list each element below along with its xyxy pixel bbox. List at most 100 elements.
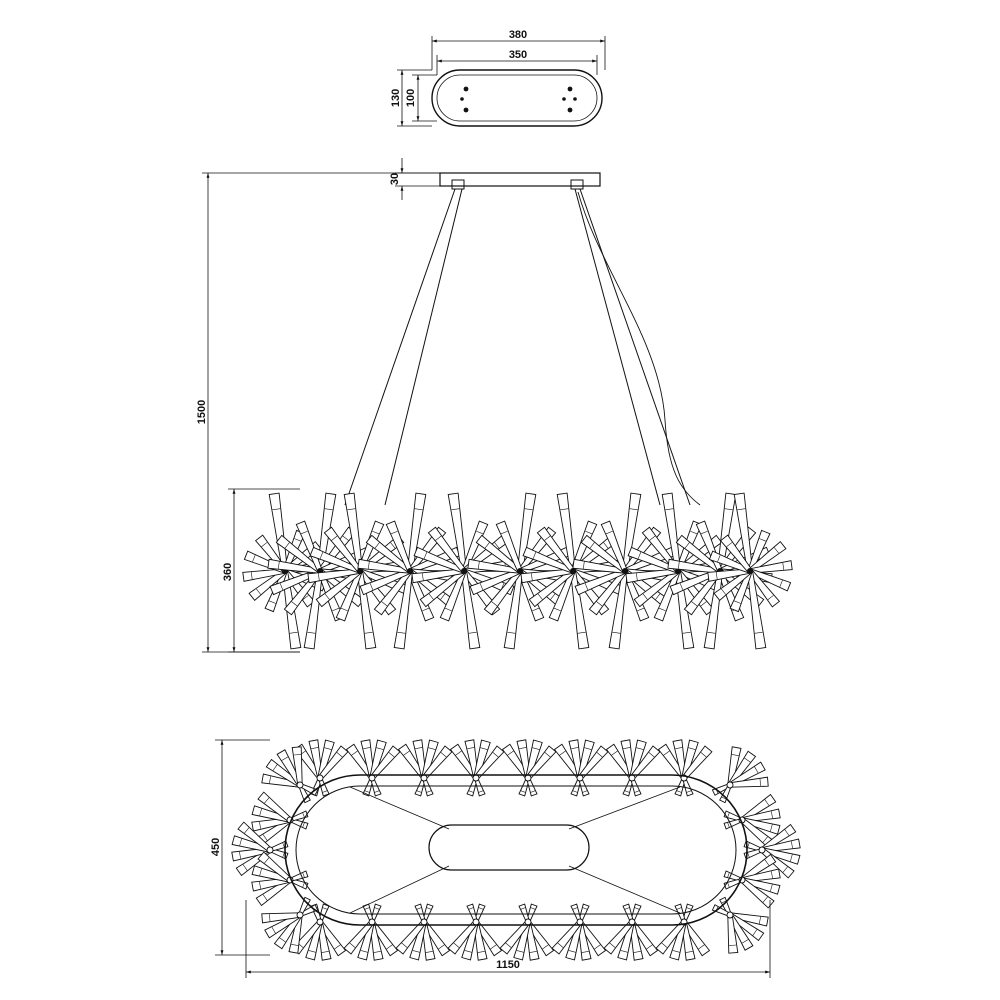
plan-crystal-facet xyxy=(686,790,692,793)
plan-crystal-facet xyxy=(490,944,497,950)
plan-crystal-facet xyxy=(282,852,285,858)
front-crystal-facet xyxy=(478,561,480,569)
front-crystal-facet xyxy=(372,530,380,535)
plan-crystal-facet xyxy=(412,950,420,953)
plan-crystal-facet xyxy=(428,747,436,750)
front-crystal-facet xyxy=(532,607,540,612)
plan-hub xyxy=(296,911,304,919)
front-crystal-facet xyxy=(532,551,537,559)
plan-crystal-facet xyxy=(764,859,770,866)
front-crystal-facet xyxy=(340,607,348,612)
front-crystal-facet xyxy=(684,542,690,549)
plan-crystal-facet xyxy=(530,907,536,910)
front-crystal-facet xyxy=(435,535,442,541)
front-crystal-facet xyxy=(381,601,388,607)
plan-crystal-facet xyxy=(633,951,641,953)
front-crystal-facet xyxy=(369,583,374,591)
plan-crystal-facet xyxy=(572,907,578,910)
front-crystal-facet xyxy=(476,530,484,535)
plan-crystal-facet xyxy=(259,868,262,876)
canopy-top-view: 380 350 130 100 xyxy=(390,29,606,127)
front-crystal-facet xyxy=(577,631,586,634)
front-crystal-facet xyxy=(444,607,452,612)
plan-crystal-facet xyxy=(520,907,526,910)
plan-crystal-facet xyxy=(685,951,693,953)
canopy-mounting-holes xyxy=(460,86,577,113)
plan-crystal-facet xyxy=(634,907,640,910)
plan-crystal-facet xyxy=(453,942,460,948)
plan-crystal-facet xyxy=(516,950,524,953)
front-crystal-facet xyxy=(636,573,638,581)
front-crystal-facet xyxy=(500,530,508,535)
front-crystal-facet xyxy=(252,554,256,562)
plan-crystal-facet xyxy=(594,944,601,950)
plan-crystal-facet xyxy=(293,754,301,756)
front-crystal-facet xyxy=(682,631,691,634)
dim-label-130: 130 xyxy=(390,89,402,107)
front-hub xyxy=(357,568,363,574)
plan-crystal-facet xyxy=(727,872,730,878)
front-crystal-facet xyxy=(550,593,556,600)
front-crystal-facet xyxy=(428,593,434,600)
canopy-fixings xyxy=(451,179,584,190)
front-crystal-facet xyxy=(658,607,666,612)
plan-crystal-facet xyxy=(636,747,644,750)
plan-crystal-facet xyxy=(782,866,788,873)
chandelier-body-plan xyxy=(231,739,801,961)
front-crystal-facet xyxy=(440,593,446,600)
plan-crystal-facet xyxy=(686,907,692,910)
plan-crystal-facet xyxy=(754,766,759,774)
plan-crystal-facet xyxy=(731,754,739,756)
front-crystal-facet xyxy=(584,583,589,591)
front-crystal-facet xyxy=(507,631,516,634)
front-hub xyxy=(517,568,523,574)
dim-label-100: 100 xyxy=(405,89,417,107)
plan-crystal-facet xyxy=(416,790,422,793)
front-crystal-facet xyxy=(754,631,763,634)
plan-hub xyxy=(758,846,766,854)
front-crystal-facet xyxy=(759,538,767,542)
front-crystal-facet xyxy=(707,631,716,634)
plan-crystal-facet xyxy=(770,824,773,832)
front-crystal-facet xyxy=(272,508,281,511)
front-crystal-facet xyxy=(451,508,460,511)
plan-crystal-facet xyxy=(416,907,422,910)
front-crystal-facet xyxy=(307,631,316,634)
plan-crystal-facet xyxy=(624,790,630,793)
plan-crystal-facet xyxy=(242,864,248,871)
front-crystal-facet xyxy=(553,607,561,612)
plan-hub xyxy=(368,918,376,926)
plan-crystal-facet xyxy=(572,790,578,793)
front-crystal-facet xyxy=(331,535,338,541)
plan-crystal-facet xyxy=(721,900,727,904)
front-crystal-facet xyxy=(700,530,708,535)
plan-crystal-facet xyxy=(425,951,433,953)
plan-crystal-facet xyxy=(744,757,751,763)
plan-crystal-facet xyxy=(559,750,566,756)
plan-crystal-facet xyxy=(401,942,408,948)
dim-label-1150: 1150 xyxy=(496,959,520,971)
plan-crystal-facet xyxy=(321,951,329,953)
plan-hub xyxy=(472,918,480,926)
plan-crystal-facet xyxy=(264,857,270,864)
ring-outer-frame xyxy=(284,774,748,926)
plan-crystal-facet xyxy=(281,756,289,761)
front-crystal-facet xyxy=(585,530,593,535)
plan-crystal-facet xyxy=(520,790,526,793)
plan-crystal-facet xyxy=(624,907,630,910)
plan-crystal-facet xyxy=(764,799,770,806)
dim-label-30: 30 xyxy=(389,173,401,185)
dimension-body-length: 1150 xyxy=(245,900,771,978)
front-crystal-facet xyxy=(603,542,609,549)
plan-hub xyxy=(316,918,324,926)
front-crystal-facet xyxy=(278,561,280,569)
plan-crystal-facet xyxy=(324,747,332,750)
front-crystal-facet xyxy=(332,607,340,612)
plan-crystal-facet xyxy=(311,747,319,749)
front-crystal-facet xyxy=(468,631,477,634)
plan-crystal-facet xyxy=(334,944,341,950)
plan-hub xyxy=(576,774,584,782)
center-canopy-outline xyxy=(428,824,590,871)
plan-view: 450 1150 xyxy=(210,739,801,978)
dimension-canopy-width-inner: 100 xyxy=(405,74,437,122)
